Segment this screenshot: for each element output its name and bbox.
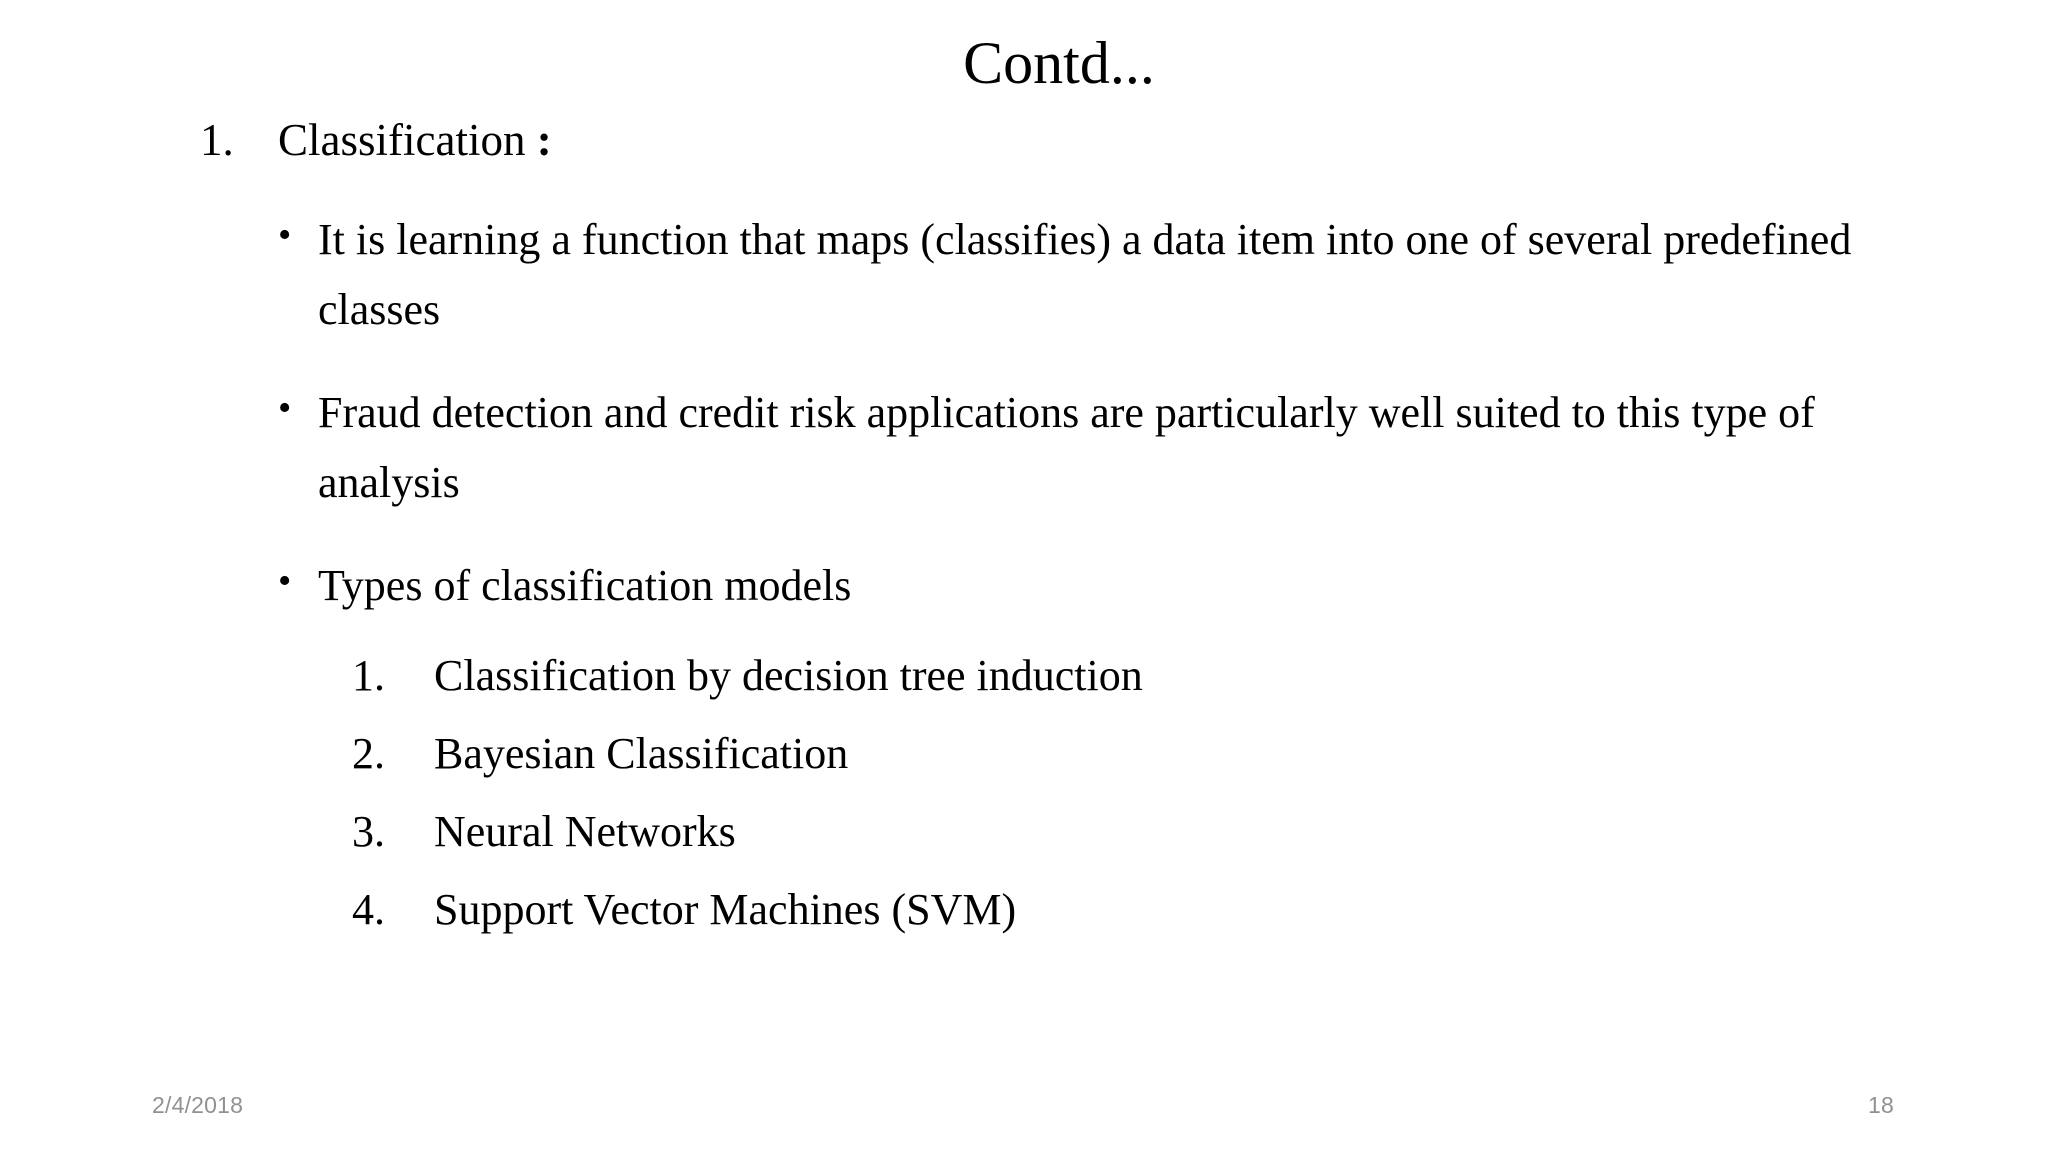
footer-date: 2/4/2018 <box>152 1092 244 1118</box>
slide-body: 1. Classification : • It is learning a f… <box>0 118 2048 1078</box>
bullet-text: Types of classification models <box>318 561 852 611</box>
footer-page-number: 18 <box>1868 1092 1894 1118</box>
model-list-marker: 4. <box>352 885 385 935</box>
model-list-text: Bayesian Classification <box>434 728 849 778</box>
bullet-item: • It is learning a function that maps (c… <box>278 205 2048 344</box>
list-marker-1: 1. <box>200 115 234 165</box>
classification-label: Classification <box>278 115 537 165</box>
model-list-item: 4. Support Vector Machines (SVM) <box>352 885 2048 935</box>
classification-colon: : <box>536 115 552 165</box>
model-list-marker: 1. <box>352 650 385 700</box>
model-list-marker: 2. <box>352 728 385 778</box>
model-list-marker: 3. <box>352 806 385 856</box>
bullet-item: • Types of classification models <box>278 551 2048 621</box>
bullet-text: It is learning a function that maps (cla… <box>318 215 1852 334</box>
bullet-text: Fraud detection and credit risk applicat… <box>318 388 1815 507</box>
bullet-item: • Fraud detection and credit risk applic… <box>278 378 2048 517</box>
model-list-text: Support Vector Machines (SVM) <box>434 885 1017 935</box>
model-list-item: 3. Neural Networks <box>352 806 2048 856</box>
bullet-icon: • <box>278 214 292 256</box>
model-list-item: 1. Classification by decision tree induc… <box>352 650 2048 700</box>
bullet-icon: • <box>278 387 292 430</box>
list-item-label: Classification : <box>278 118 552 163</box>
list-item-classification: 1. Classification : <box>200 118 2048 163</box>
model-list-text: Neural Networks <box>434 806 736 856</box>
page-title: Contd... <box>963 30 1155 96</box>
model-list-text: Classification by decision tree inductio… <box>434 650 1143 700</box>
bullet-icon: • <box>278 560 292 603</box>
model-list-item: 2. Bayesian Classification <box>352 728 2048 778</box>
